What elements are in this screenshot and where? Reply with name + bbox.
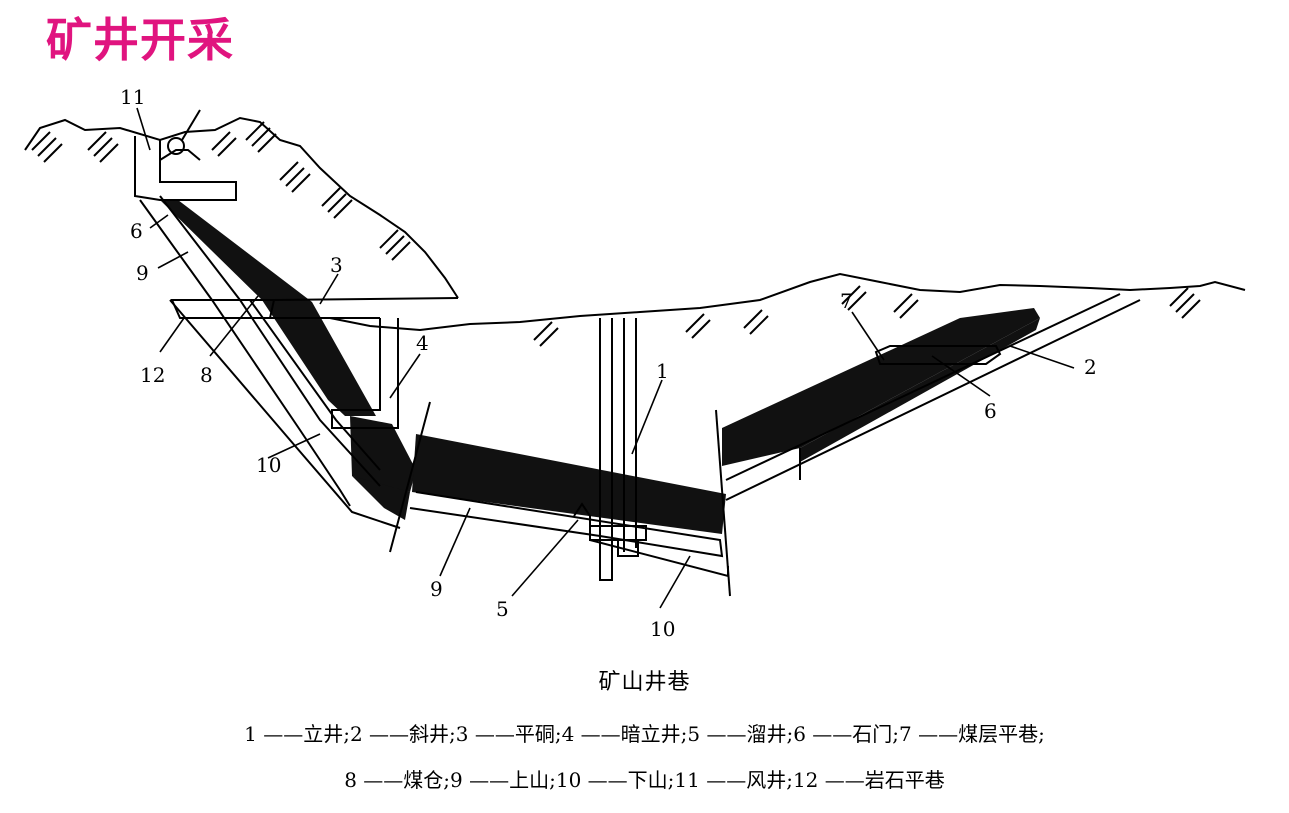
leader-lines bbox=[136, 107, 1075, 609]
label-3: 3 bbox=[330, 253, 343, 277]
label-9-left: 9 bbox=[136, 261, 149, 285]
diagram-caption: 矿山井巷 bbox=[598, 670, 691, 695]
page-title: 矿井开采 bbox=[46, 13, 234, 67]
ground-surface bbox=[24, 116, 1246, 332]
rock-hatching bbox=[31, 121, 1201, 347]
label-7: 7 bbox=[840, 289, 853, 313]
diagram-labels: 11 6 9 3 12 8 4 1 7 2 6 10 9 5 10 bbox=[120, 85, 1097, 641]
coal-seam bbox=[160, 200, 1040, 534]
label-1: 1 bbox=[656, 359, 669, 383]
label-10-bottom: 10 bbox=[650, 617, 675, 641]
legend-line: 1 ——立井;2 ——斜井;3 ——平硐;4 ——暗立井;5 ——溜井;6 ——… bbox=[244, 722, 1045, 746]
roadways bbox=[134, 109, 1141, 597]
label-10-left: 10 bbox=[256, 453, 281, 477]
label-9-bottom: 9 bbox=[430, 577, 443, 601]
label-6-right: 6 bbox=[984, 399, 997, 423]
label-8: 8 bbox=[200, 363, 213, 387]
legend-line: 8 ——煤仓;9 ——上山;10 ——下山;11 ——风井;12 ——岩石平巷 bbox=[344, 768, 945, 792]
label-5: 5 bbox=[496, 597, 509, 621]
label-12: 12 bbox=[140, 363, 165, 387]
label-4: 4 bbox=[416, 331, 429, 355]
label-2: 2 bbox=[1084, 355, 1097, 379]
label-6-left: 6 bbox=[130, 219, 143, 243]
label-11: 11 bbox=[120, 85, 145, 109]
